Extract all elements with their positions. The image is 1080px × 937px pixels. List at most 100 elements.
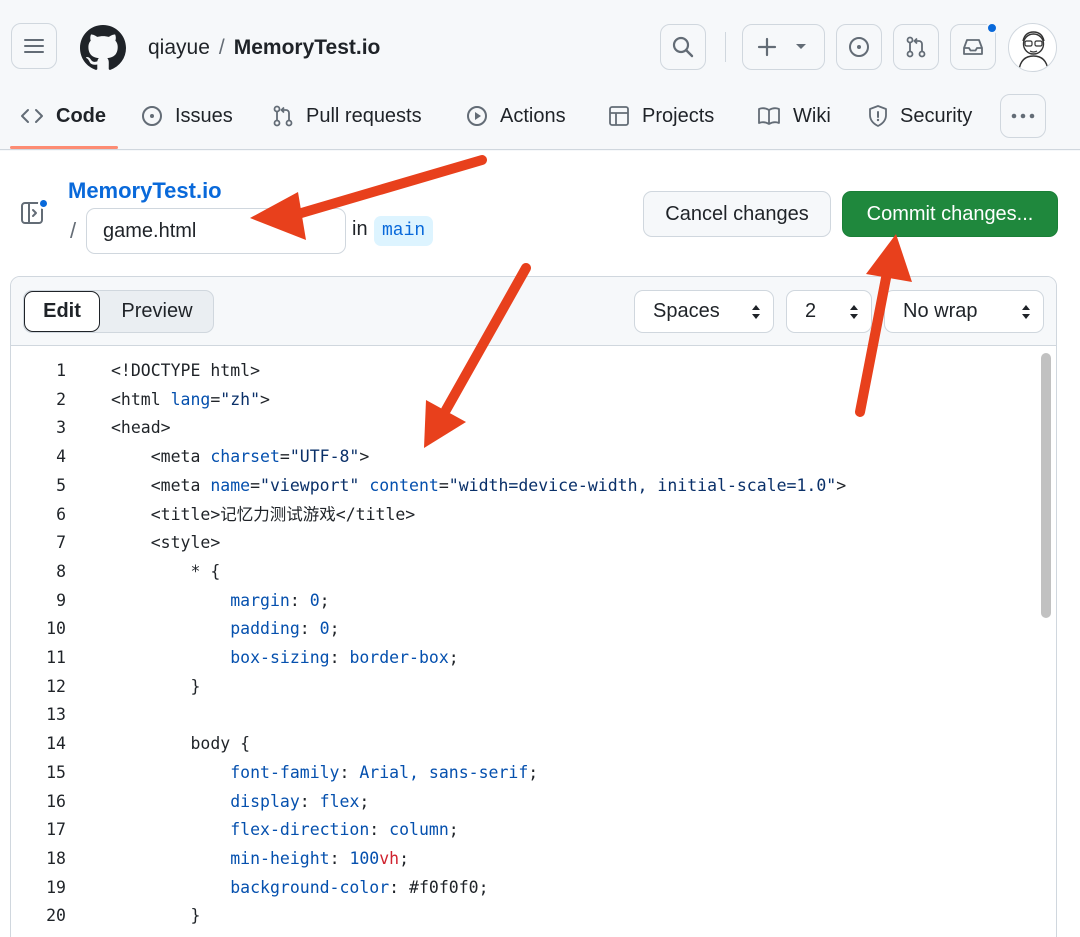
table-icon (609, 106, 629, 126)
line-number: 11 (46, 648, 66, 667)
tab-security-label: Security (900, 104, 973, 127)
branch-badge[interactable]: main (374, 216, 434, 246)
code-line[interactable]: 15 font-family: Arial, sans-serif; (11, 759, 1031, 788)
code-line[interactable]: 16 display: flex; (11, 788, 1031, 817)
code-line[interactable]: 10 padding: 0; (11, 615, 1031, 644)
book-icon (758, 107, 780, 125)
owner-link[interactable]: qiayue (148, 36, 210, 59)
code-line[interactable]: 1 <!DOCTYPE html> (11, 357, 1031, 386)
search-icon (672, 36, 694, 58)
code-line[interactable]: 2<html lang="zh"> (11, 386, 1031, 415)
indent-mode-value: Spaces (653, 300, 720, 322)
line-number: 9 (56, 590, 66, 610)
commit-changes-button[interactable]: Commit changes... (842, 191, 1058, 237)
code-line[interactable]: 19 background-color: #f0f0f0; (11, 874, 1031, 903)
tab-projects[interactable]: Projects (608, 96, 714, 136)
line-code: <meta charset="UTF-8"> (111, 447, 370, 467)
wrap-mode-value: No wrap (903, 300, 978, 322)
filename-input[interactable] (86, 208, 346, 254)
pull-request-icon (273, 105, 293, 127)
code-line[interactable]: 14 body { (11, 730, 1031, 759)
line-code: <!DOCTYPE html> (111, 361, 261, 380)
line-code: <title>记忆力测试游戏</title> (111, 504, 416, 524)
line-number: 13 (46, 705, 66, 725)
create-new-button[interactable] (742, 24, 825, 70)
select-caret-icon (1022, 305, 1030, 319)
code-line[interactable]: 9 margin: 0; (11, 587, 1031, 616)
github-logo-icon[interactable] (80, 25, 126, 71)
sidebar-toggle-icon[interactable] (20, 200, 46, 226)
code-line[interactable]: 3<head> (11, 414, 1031, 443)
edit-tab[interactable]: Edit (24, 291, 100, 332)
code-line[interactable]: 5 <meta name="viewport" content="width=d… (11, 472, 1031, 501)
line-code: * { (111, 561, 221, 581)
line-code: display: flex; (230, 791, 370, 811)
code-icon (21, 109, 43, 123)
tab-wiki-label: Wiki (793, 104, 831, 127)
breadcrumb-separator: / (218, 36, 225, 59)
breadcrumb: qiayue / MemoryTest.io (148, 34, 380, 62)
notification-dot (986, 22, 998, 34)
line-code: background-color: #f0f0f0; (230, 877, 489, 897)
pull-requests-button[interactable] (893, 24, 939, 70)
select-caret-icon (752, 305, 760, 319)
editor-repo-link[interactable]: MemoryTest.io (68, 178, 222, 203)
tab-wiki[interactable]: Wiki (757, 96, 831, 136)
line-code: } (111, 906, 201, 926)
code-line[interactable]: 4 <meta charset="UTF-8"> (11, 443, 1031, 472)
issues-button[interactable] (836, 24, 882, 70)
tab-code[interactable]: Code (20, 96, 106, 136)
line-code: <head> (111, 418, 171, 438)
issue-icon (142, 106, 162, 126)
code-area[interactable]: 1 <!DOCTYPE html> 2<html lang="zh">3<head>… (11, 347, 1056, 937)
code-line[interactable]: 12 } (11, 673, 1031, 702)
plus-icon (757, 37, 777, 57)
avatar[interactable] (1008, 23, 1057, 72)
line-number: 18 (46, 848, 66, 868)
wrap-mode-select[interactable]: No wrap (884, 290, 1044, 333)
indent-size-select[interactable]: 2 (786, 290, 872, 333)
line-number: 19 (46, 877, 66, 897)
repo-link[interactable]: MemoryTest.io (233, 36, 381, 59)
issue-icon (849, 37, 869, 57)
line-number: 7 (56, 533, 66, 553)
more-tabs-button[interactable] (1000, 94, 1046, 138)
code-line[interactable]: 7 <style> (11, 529, 1031, 558)
line-number: 17 (46, 820, 66, 840)
indent-size-value: 2 (805, 300, 817, 322)
line-number: 8 (56, 561, 66, 581)
code-line[interactable]: 18 min-height: 100vh; (11, 845, 1031, 874)
tab-security[interactable]: Security (868, 96, 972, 136)
user-avatar-icon (1018, 31, 1049, 71)
code-line[interactable]: 6 <title>记忆力测试游戏</title> (11, 501, 1031, 530)
editor-toolbar: Edit Preview Spaces 2 No wrap (11, 277, 1056, 346)
indent-mode-select[interactable]: Spaces (634, 290, 774, 333)
menu-button[interactable] (11, 23, 57, 69)
code-line[interactable]: 13 (11, 701, 1031, 730)
tab-issues[interactable]: Issues (141, 96, 233, 136)
line-code: flex-direction: column; (230, 820, 459, 840)
code-line[interactable]: 11 box-sizing: border-box; (11, 644, 1031, 673)
line-number: 1 (56, 361, 66, 380)
tab-actions-label: Actions (500, 104, 566, 127)
preview-tab[interactable]: Preview (121, 300, 193, 322)
line-number: 4 (56, 447, 66, 467)
scrollbar-thumb[interactable] (1041, 353, 1051, 618)
tab-issues-label: Issues (175, 104, 233, 127)
chevron-down-icon (796, 44, 806, 49)
tab-pull-requests-label: Pull requests (306, 104, 422, 127)
tab-actions[interactable]: Actions (466, 96, 566, 136)
line-number: 15 (46, 762, 66, 782)
cancel-changes-button[interactable]: Cancel changes (643, 191, 831, 237)
search-button[interactable] (660, 24, 706, 70)
tab-pull-requests[interactable]: Pull requests (272, 96, 422, 136)
line-number: 6 (56, 504, 66, 524)
line-number: 12 (46, 676, 66, 696)
code-line[interactable]: 17 flex-direction: column; (11, 816, 1031, 845)
tab-projects-label: Projects (642, 104, 715, 127)
tab-code-label: Code (56, 104, 106, 127)
code-line[interactable]: 20 } (11, 902, 1031, 931)
line-number: 10 (46, 619, 66, 639)
code-line[interactable]: 8 * { (11, 558, 1031, 587)
active-tab-underline (10, 146, 118, 149)
